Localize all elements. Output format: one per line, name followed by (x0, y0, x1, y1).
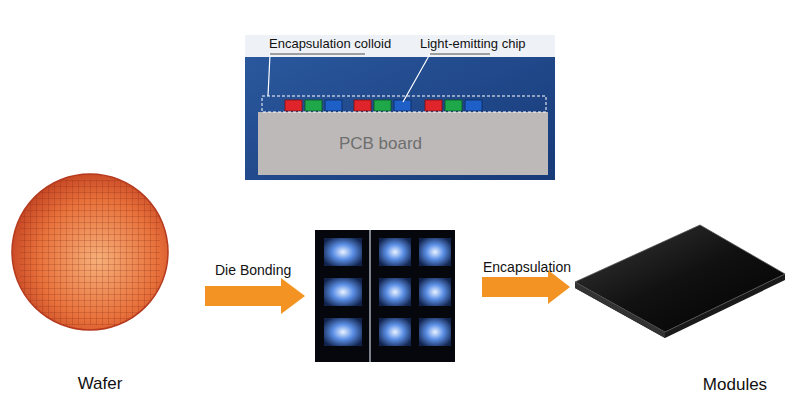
inset-panel (245, 35, 555, 180)
process-box: Wafer (20, 172, 205, 400)
module-image (575, 225, 785, 338)
node-label: Wafer (40, 374, 160, 394)
step-label: Encapsulation (483, 259, 571, 275)
process-box (305, 225, 482, 365)
step-label: Die Bonding (215, 262, 291, 278)
part-name: Encapsulation colloid (269, 36, 391, 51)
process-box: PCB board (258, 112, 548, 175)
process-arrow (482, 270, 570, 304)
process-box: Modules (570, 220, 790, 400)
node-label: PCB board (258, 134, 503, 154)
process-arrow (205, 278, 305, 314)
chip-array-image (315, 230, 455, 362)
wafer-image (12, 174, 168, 330)
node-label: Modules (685, 375, 785, 395)
part-name: Light-emitting chip (420, 36, 526, 51)
